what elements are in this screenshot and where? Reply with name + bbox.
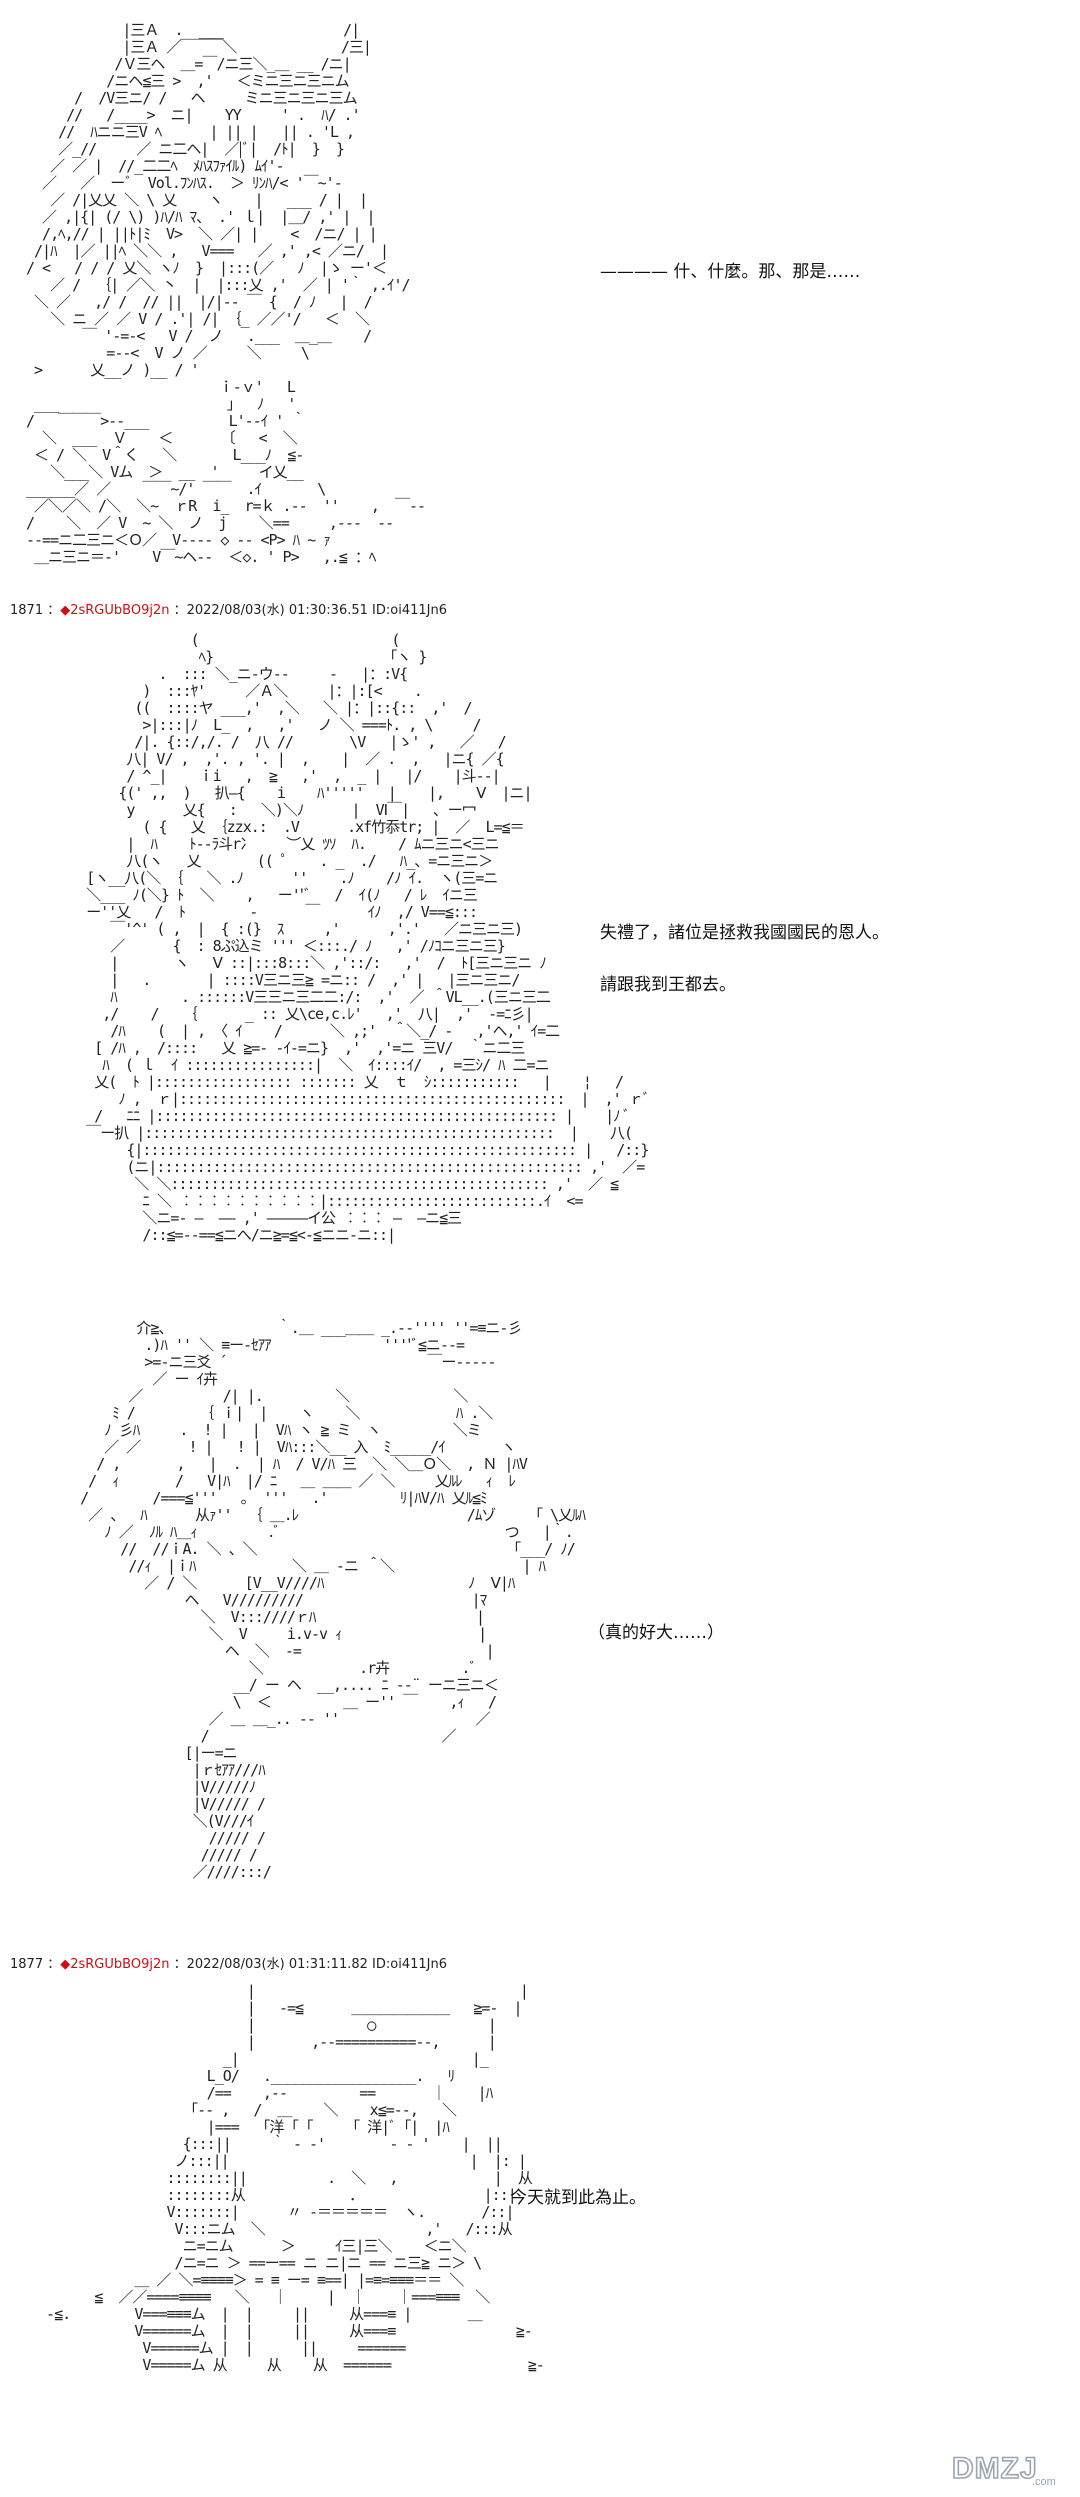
dialog-2: 失禮了，諸位是拯救我國國民的恩人。 請跟我到王都去。 <box>600 923 889 995</box>
post-tripcode[interactable]: 2sRGUbBO9j2n <box>70 1957 170 1972</box>
ascii-art-2: ( ( ﾍ} ｢ヽ } . ::: ＼_ニ-ウ-- ‐ |：:V{ ) :::ﾔ… <box>86 631 650 1244</box>
panel-1: |三Ａ . ___ /| |三Ａ ／￣￣￣＼ /三| /Ｖ三ヘ ＿=￣/ニ三＼_… <box>0 0 1080 600</box>
panel-3: 介≧、 ｀.＿ ___＿＿ _.--'''' ''=≡ニ-彡 .)ﾊ '' ＼ … <box>0 1310 1080 1930</box>
panel-2: ( ( ﾍ} ｢ヽ } . ::: ＼_ニ-ウ-- ‐ |：:V{ ) :::ﾔ… <box>0 620 1080 1270</box>
ascii-art-4: | | | -=≦ ＿＿＿＿＿＿＿ ≧=- | | ◯ | | ,--=====… <box>46 1982 545 2374</box>
dialog-3: （真的好大……） <box>588 1623 724 1643</box>
post-number: 1877 <box>10 1957 44 1972</box>
post-date: 2022/08/03(水) <box>186 1957 285 1972</box>
dialog-1: ———— 什、什麼。那、那是…… <box>600 262 861 282</box>
post-header-1877: 1877 ：◆2sRGUbBO9j2n ：2022/08/03(水) 01:31… <box>10 1957 447 1972</box>
diamond-icon: ◆ <box>60 1957 71 1972</box>
post-number: 1871 <box>10 603 44 618</box>
panel-4: | | | -=≦ ＿＿＿＿＿＿＿ ≧=- | | ◯ | | ,--=====… <box>0 1975 1080 2435</box>
post-header-1871: 1871 ：◆2sRGUbBO9j2n ：2022/08/03(水) 01:30… <box>10 603 447 618</box>
post-tripcode[interactable]: 2sRGUbBO9j2n <box>70 603 170 618</box>
ascii-art-3: 介≧、 ｀.＿ ___＿＿ _.--'''' ''=≡ニ-彡 .)ﾊ '' ＼ … <box>80 1319 586 1881</box>
post-time: 01:31:11.82 <box>288 1957 368 1972</box>
watermark-sub: .com <box>1032 2476 1056 2488</box>
post-date: 2022/08/03(水) <box>186 603 285 618</box>
ascii-art-1: |三Ａ . ___ /| |三Ａ ／￣￣￣＼ /三| /Ｖ三ヘ ＿=￣/ニ三＼_… <box>26 21 426 566</box>
watermark-text: DMZJ <box>952 2452 1038 2485</box>
post-time: 01:30:36.51 <box>288 603 368 618</box>
dialog-4: 今天就到此為止。 <box>510 2188 646 2208</box>
post-id: ID:oi411Jn6 <box>372 1957 447 1972</box>
site-watermark-logo: DMZJ .com <box>951 2451 1056 2488</box>
post-id: ID:oi411Jn6 <box>372 603 447 618</box>
diamond-icon: ◆ <box>60 603 71 618</box>
